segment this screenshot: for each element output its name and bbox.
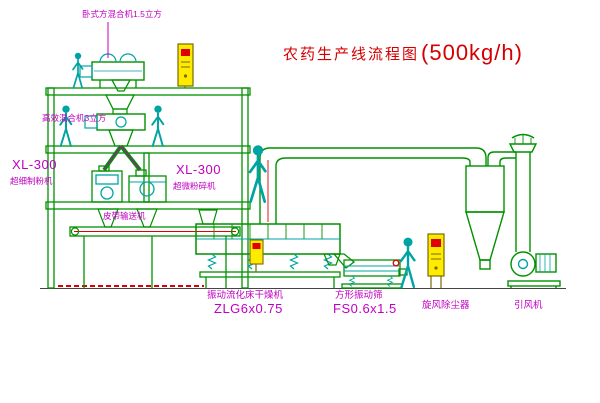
label-cyclone: 旋风除尘器: [422, 300, 470, 311]
worker-figure-floor2-left: [59, 104, 73, 147]
mill-superfine-right: [128, 169, 167, 203]
label-fan: 引风机: [514, 300, 543, 311]
exhaust-stack: [508, 133, 538, 252]
control-panel-dryer: [249, 239, 264, 272]
fluid-bed-dryer: [195, 209, 341, 288]
exhaust-duct: [259, 147, 487, 224]
high-efficiency-mixer: [84, 94, 146, 172]
label-mill-right-model: XL-300: [176, 162, 221, 177]
label-belt-conveyor: 皮带输送机: [103, 211, 146, 221]
induced-draft-fan-machine: [507, 251, 561, 288]
control-panel-top: [177, 43, 194, 88]
label-sieve-name: 方形振动筛: [335, 290, 383, 301]
drawing-title: 农药生产线流程图 (500kg/h): [283, 40, 523, 66]
mixer2-motor: [84, 115, 98, 129]
mill-superfine-left: [91, 165, 123, 203]
vibrating-sieve-machine: [332, 253, 408, 289]
worker-figure-ground: [399, 236, 416, 289]
label-dryer-model: ZLG6x0.75: [214, 301, 283, 316]
label-mill-right-name: 超微粉碎机: [173, 181, 216, 191]
sieve-feed-chute: [332, 253, 356, 269]
cyclone-separator: [465, 151, 516, 270]
title-text: 农药生产线流程图: [283, 46, 420, 63]
worker-figure-floor2-right: [151, 104, 165, 147]
cyclone-outlet-pipe: [487, 151, 516, 166]
control-panel-main: [427, 233, 445, 288]
label-mill-left-name: 超细制粉机: [10, 176, 53, 186]
label-high-eff-mixer: 高效混合机3立方: [42, 113, 107, 123]
label-dryer-name: 振动流化床干燥机: [207, 290, 284, 301]
label-mill-left-model: XL-300: [12, 157, 57, 172]
stack-rain-cap: [508, 143, 538, 153]
label-horizontal-mixer: 卧式方混合机1.5立方: [82, 9, 162, 19]
horizontal-mixer: [79, 53, 145, 92]
mixer-motor: [79, 65, 93, 78]
label-sieve-model: FS0.6x1.5: [333, 301, 397, 316]
belt-conveyor-machine: [69, 226, 241, 288]
worker-figure-floor3: [248, 143, 267, 203]
fan-motor: [535, 253, 557, 273]
title-capacity: (500kg/h): [421, 40, 523, 65]
worker-figure-roof: [72, 51, 84, 89]
